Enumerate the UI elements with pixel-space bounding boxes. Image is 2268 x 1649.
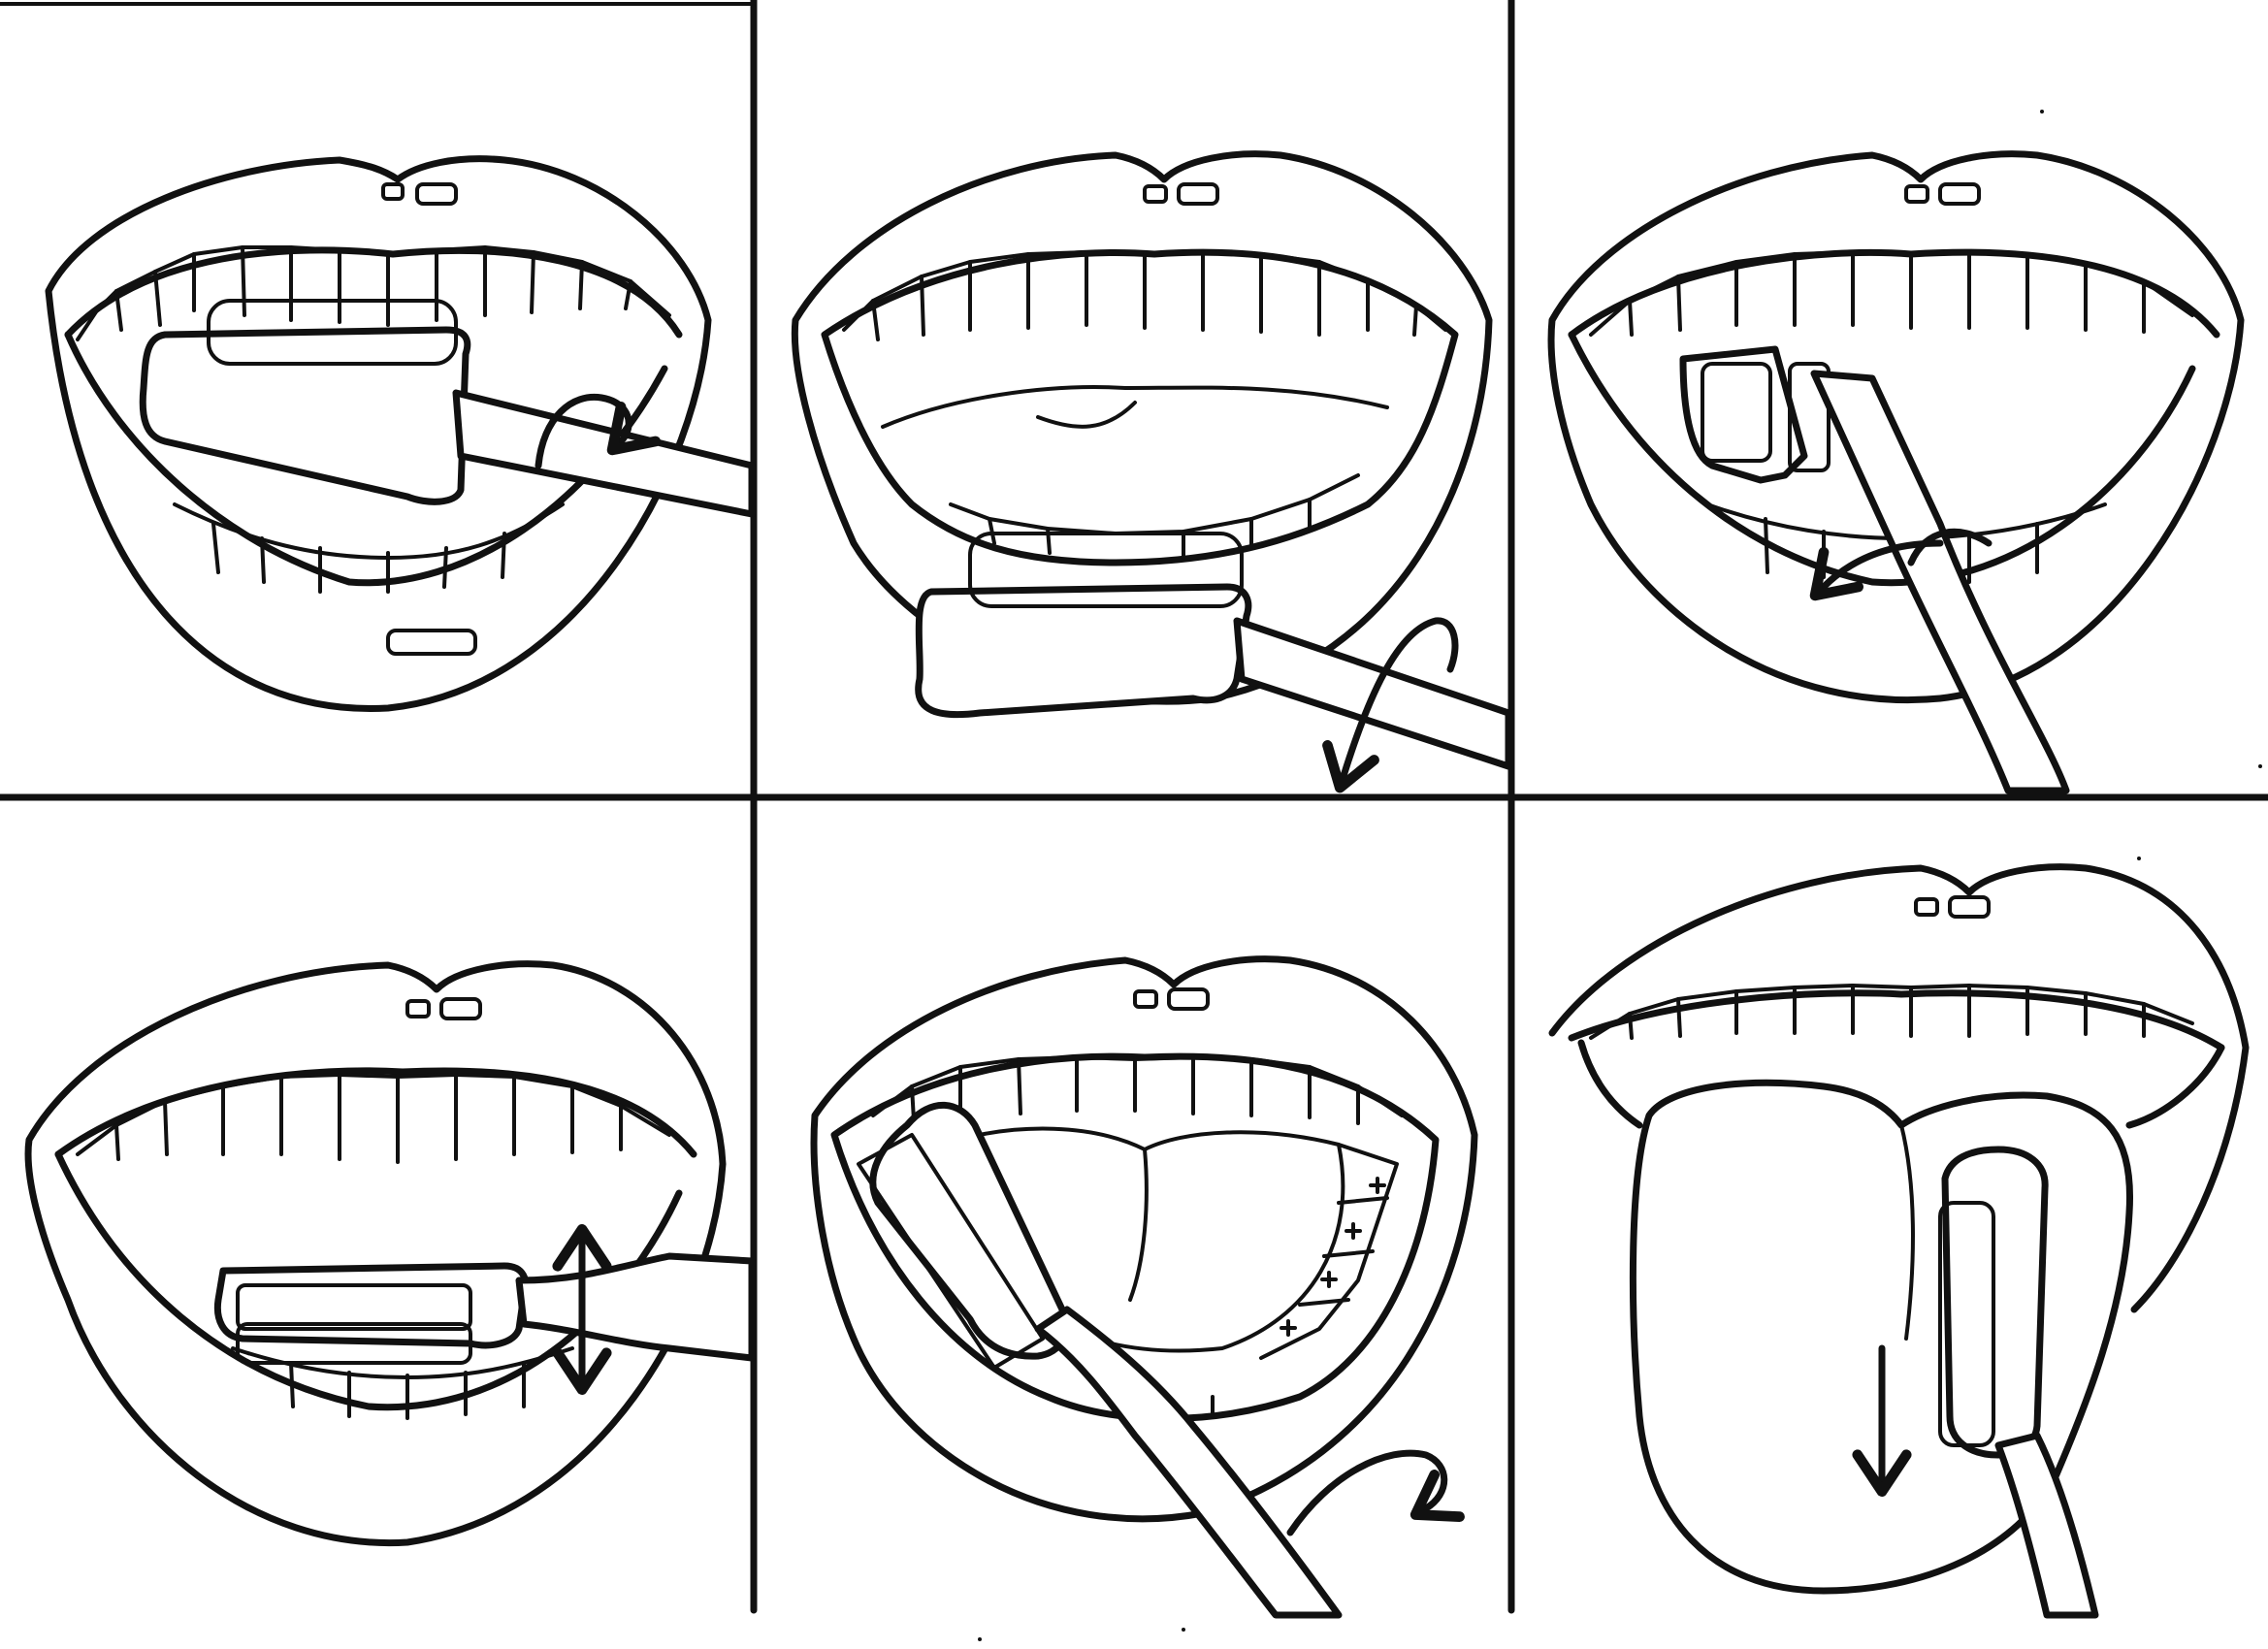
- plus-marks-icon: [1280, 1177, 1386, 1337]
- toothbrush-icon: [1679, 345, 2070, 794]
- curved-arrow-icon: [1286, 1449, 1465, 1536]
- panel-tongue: [1548, 863, 2250, 1619]
- curved-arrow-icon: [1809, 528, 1993, 601]
- curved-arrow-icon: [535, 393, 661, 469]
- mouth-tongue-out: [1548, 863, 2250, 1595]
- panel-outer-upper-teeth: [45, 155, 756, 712]
- panel-chewing-surfaces: [24, 960, 756, 1547]
- toothbrush-icon: [213, 1252, 756, 1365]
- toothbrush-icon: [915, 532, 1512, 770]
- mouth-open-tongue: [810, 955, 1478, 1523]
- scan-specks: [978, 110, 2262, 1641]
- toothbrush-icon: [139, 299, 756, 518]
- toothbrush-icon: [1938, 1146, 2099, 1619]
- mouth-smile: [24, 960, 727, 1547]
- toothbrush-icon: [857, 1101, 1343, 1619]
- mouth-smile: [45, 155, 712, 712]
- panel-inner-front-teeth: [1547, 150, 2245, 794]
- mouth-smile: [1547, 150, 2245, 703]
- panel-inner-lower-teeth: [810, 955, 1478, 1619]
- panel-outer-lower-teeth: [791, 150, 1512, 793]
- curved-arrow-icon: [1322, 617, 1459, 793]
